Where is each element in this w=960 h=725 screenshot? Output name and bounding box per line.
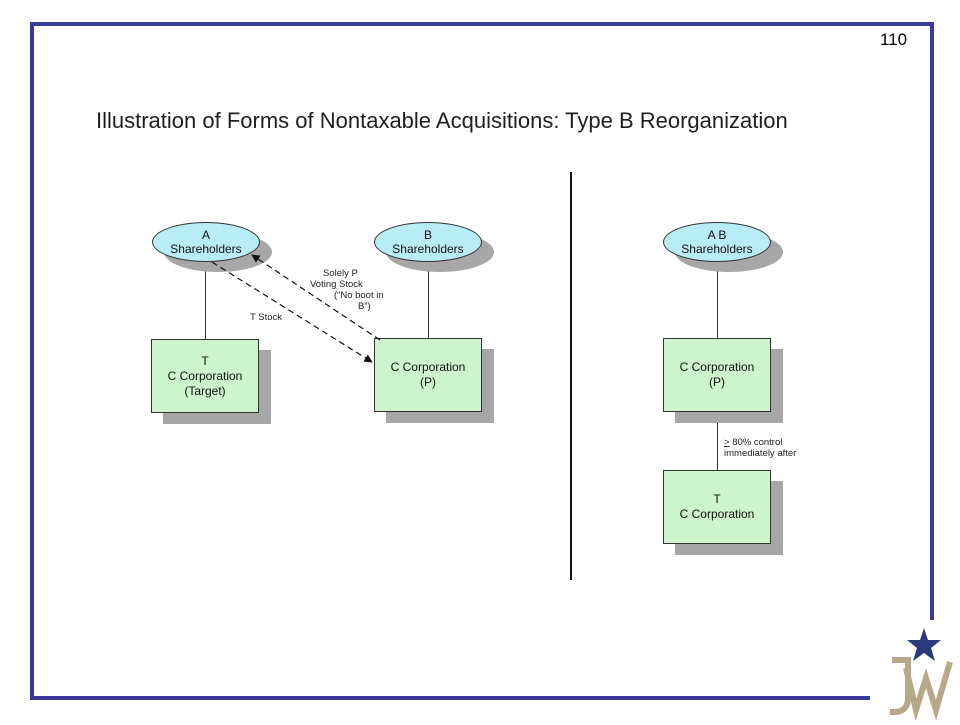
b-shareholders-line-2: Shareholders [392,242,464,256]
consideration-line-3: (“No boot in [334,290,384,301]
a-to-target-connector [205,264,206,340]
star-icon [907,628,941,661]
b-shareholders-line-1: B [423,228,432,242]
consideration-line-4: B”) [358,301,371,312]
control-percent: 80% control [729,437,783,448]
slide-frame [30,22,934,700]
acquirer-box-line-1: C Corporation [390,360,466,374]
ab-shareholders-line-2: Shareholders [681,242,753,256]
a-shareholders-node: A Shareholders [152,222,260,262]
jw-logo-graphic [890,628,953,722]
ab-shareholders-line-1: A B [707,228,727,242]
acquirer-corporation-box: C Corporation (P) [374,338,482,412]
ab-shareholders-node: A B Shareholders [663,222,771,262]
parent-box-line-2: (P) [709,375,725,389]
page-number: 110 [880,30,908,49]
a-shareholders-line-2: Shareholders [170,242,242,256]
parent-corporation-box: C Corporation (P) [663,338,771,412]
consideration-line-2: Voting Stock [310,279,363,290]
parent-box-line-1: C Corporation [679,360,755,374]
sub-box-line-2: C Corporation [679,507,755,521]
target-box-line-1: T [201,353,209,368]
b-shareholders-node: B Shareholders [374,222,482,262]
parent-to-sub-connector [717,414,718,470]
t-stock-label: T Stock [250,312,283,323]
section-divider [570,172,572,580]
control-label-line-1: > 80% control [724,437,796,448]
target-box-line-3: (Target) [184,383,226,398]
p-stock-arrow [251,254,381,341]
target-corporation-box: T C Corporation (Target) [151,339,259,413]
jw-logo [870,620,960,722]
b-to-acquirer-connector [428,264,429,338]
control-label: > 80% control immediately after [724,437,796,459]
subsidiary-corporation-box: T C Corporation [663,470,771,544]
sub-box-line-1: T [713,492,721,506]
target-box-line-2: C Corporation [167,368,243,383]
ab-to-parent-connector [717,264,718,338]
acquirer-box-line-2: (P) [420,375,436,389]
control-label-line-2: immediately after [724,448,797,459]
t-stock-arrow [211,261,373,363]
gte-symbol: > [724,437,730,448]
slide-title: Illustration of Forms of Nontaxable Acqu… [96,108,788,133]
a-shareholders-line-1: A [201,228,210,242]
consideration-label: Solely P Voting Stock (“No boot in B”) [310,268,384,312]
consideration-line-1: Solely P [323,268,358,279]
